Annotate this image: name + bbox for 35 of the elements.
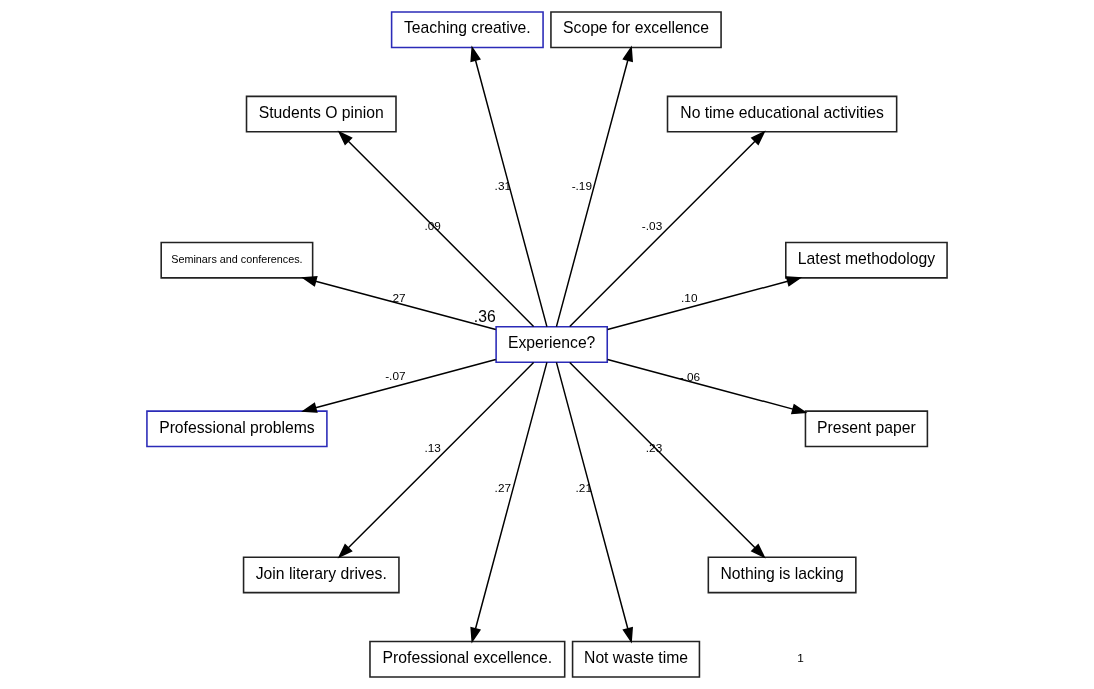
edge-label: -.03 bbox=[641, 219, 663, 234]
arrow bbox=[606, 276, 803, 331]
arrow bbox=[555, 45, 633, 328]
arrow bbox=[606, 358, 808, 415]
arrow bbox=[301, 276, 497, 331]
node-box: Teaching creative. bbox=[390, 11, 544, 49]
arrow bbox=[470, 361, 548, 644]
node-box: Nothing is lacking bbox=[707, 556, 857, 594]
arrow bbox=[337, 361, 535, 559]
arrow bbox=[555, 361, 633, 644]
arrow bbox=[337, 130, 535, 328]
node-box: Professional problems bbox=[146, 410, 328, 448]
edge-label: -.07 bbox=[385, 369, 406, 384]
edge-label: .10 bbox=[681, 291, 698, 306]
node-box: Latest methodology bbox=[785, 241, 948, 279]
edge-label: .13 bbox=[424, 440, 441, 455]
edge-label: .27 bbox=[389, 291, 406, 306]
node-box: Scope for excellence bbox=[550, 11, 722, 49]
node-box: Seminars and conferences. bbox=[160, 241, 314, 279]
edge-label: .27 bbox=[494, 481, 512, 496]
edge-label: -.06 bbox=[679, 369, 701, 384]
node-box: Experience? bbox=[495, 326, 609, 363]
node-box: Present paper bbox=[804, 410, 929, 448]
arrow bbox=[569, 130, 766, 328]
label: 1 bbox=[797, 651, 804, 666]
node-box: Not waste time bbox=[571, 640, 701, 678]
arrow bbox=[301, 358, 497, 413]
node-box: Students O pinion bbox=[245, 95, 397, 133]
node-box: Professional excellence. bbox=[369, 640, 566, 678]
arrow bbox=[470, 45, 548, 328]
arrow bbox=[569, 361, 766, 559]
node-box: No time educational activities bbox=[666, 95, 898, 133]
node-box: Join literary drives. bbox=[242, 556, 400, 594]
node-label: .36 bbox=[473, 307, 496, 325]
edge-label: -.19 bbox=[571, 179, 592, 194]
